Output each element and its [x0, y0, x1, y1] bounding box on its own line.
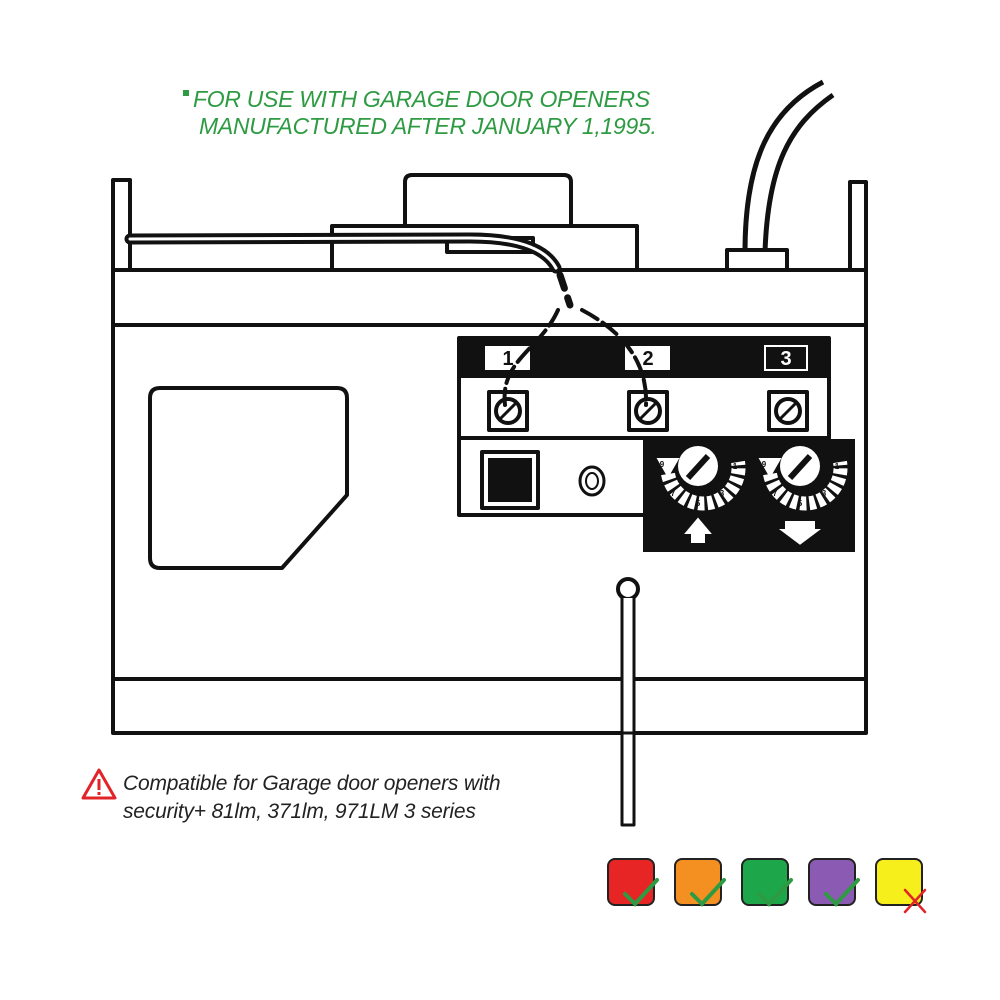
motor-cover — [330, 224, 639, 270]
top-bracket — [403, 173, 573, 226]
check-icon — [623, 878, 659, 907]
power-cord — [742, 79, 825, 253]
release-ring — [616, 577, 640, 601]
release-cord — [620, 598, 636, 827]
warning-line-2: security+ 81lm, 371lm, 971LM 3 series — [123, 800, 476, 823]
control-panel — [457, 438, 643, 517]
terminal-3-label-box — [764, 345, 808, 371]
terminal-1-label: 1 — [502, 348, 513, 370]
dial-number: 9 — [762, 460, 767, 469]
dial-number: 9 — [660, 460, 665, 469]
light-lens — [148, 386, 349, 570]
terminal-2-label: 2 — [642, 348, 653, 370]
dial-number: 7 — [671, 489, 676, 498]
note-line-1: FOR USE WITH GARAGE DOOR OPENERS — [193, 86, 650, 112]
check-icon — [757, 878, 793, 907]
dial-number: 3 — [822, 489, 827, 498]
cross-icon — [903, 888, 927, 914]
terminal-3-label: 3 — [780, 348, 791, 370]
cord-plug — [725, 248, 789, 272]
check-icon — [690, 878, 726, 907]
color-swatch-5 — [875, 858, 923, 906]
power-cord — [762, 92, 835, 253]
learn-button — [488, 458, 532, 502]
dial-number: 1 — [835, 462, 840, 471]
note-line-2: MANUFACTURED AFTER JANUARY 1,1995. — [199, 113, 657, 139]
down-limit-dial[interactable] — [758, 446, 848, 548]
dial-number: 1 — [733, 462, 738, 471]
bullet-icon — [183, 90, 189, 96]
wire-to-terminal-2 — [580, 308, 649, 407]
dial-number: 3 — [720, 489, 725, 498]
compatibility-note: FOR USE WITH GARAGE DOOR OPENERS MANUFAC… — [183, 86, 657, 140]
warning-text: Compatible for Garage door openers with … — [123, 770, 501, 826]
wire-dashed — [556, 271, 574, 309]
warning-icon — [81, 768, 117, 800]
dial-number: 5 — [696, 499, 701, 508]
up-limit-dial[interactable] — [656, 446, 746, 545]
check-icon — [824, 878, 860, 907]
warning-line-1: Compatible for Garage door openers with — [123, 772, 501, 795]
wire-to-terminal-1 — [502, 308, 560, 407]
dial-number: 7 — [773, 489, 778, 498]
dial-number: 5 — [798, 499, 803, 508]
